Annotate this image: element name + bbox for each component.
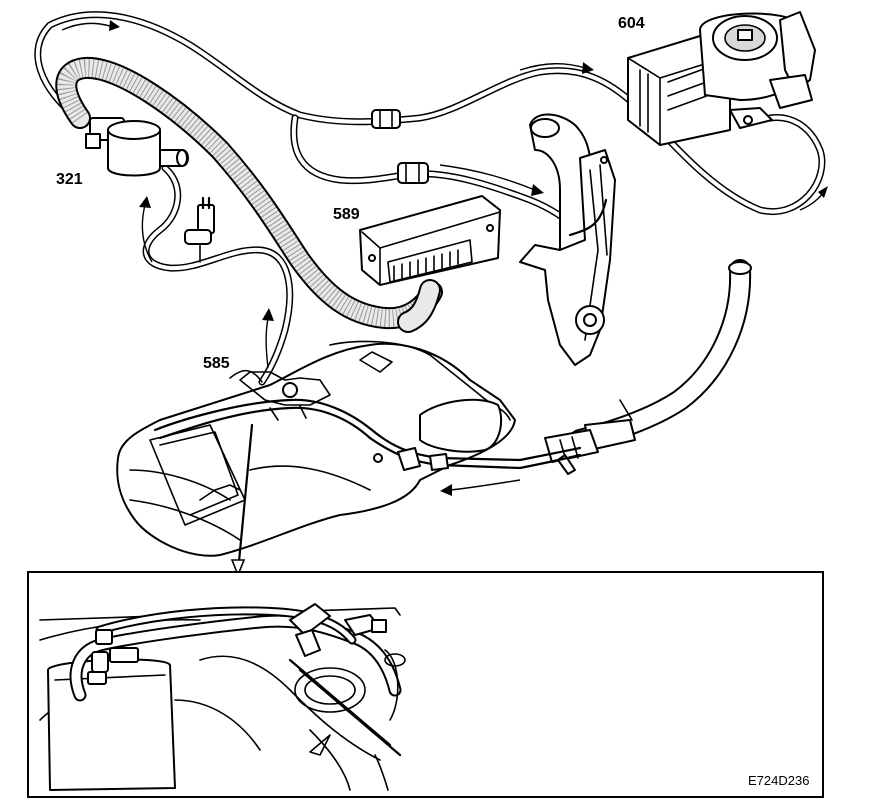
figure-reference-code: E724D236 bbox=[748, 773, 809, 788]
corrugated-stub bbox=[397, 279, 441, 333]
small-check-valve bbox=[184, 196, 215, 263]
hose-connector-upper bbox=[371, 109, 401, 129]
label-part-604: 604 bbox=[618, 15, 645, 32]
throttle-body-604 bbox=[627, 11, 816, 146]
inset-pointer-line bbox=[236, 423, 254, 574]
inset-pointer-notch bbox=[230, 559, 246, 578]
canister-purge-valve-321 bbox=[85, 117, 189, 177]
corrugated-hose bbox=[55, 57, 443, 330]
label-part-585: 585 bbox=[203, 355, 230, 372]
flow-arrows bbox=[61, 20, 828, 496]
intake-bracket bbox=[519, 113, 616, 366]
label-part-589: 589 bbox=[333, 206, 360, 223]
label-part-321: 321 bbox=[56, 171, 83, 188]
control-module-589 bbox=[359, 195, 501, 286]
hose-connectors bbox=[371, 109, 429, 184]
hose-connector-lower bbox=[397, 162, 429, 184]
inset-detail-view bbox=[27, 571, 824, 798]
fuel-tank-585 bbox=[116, 340, 582, 557]
